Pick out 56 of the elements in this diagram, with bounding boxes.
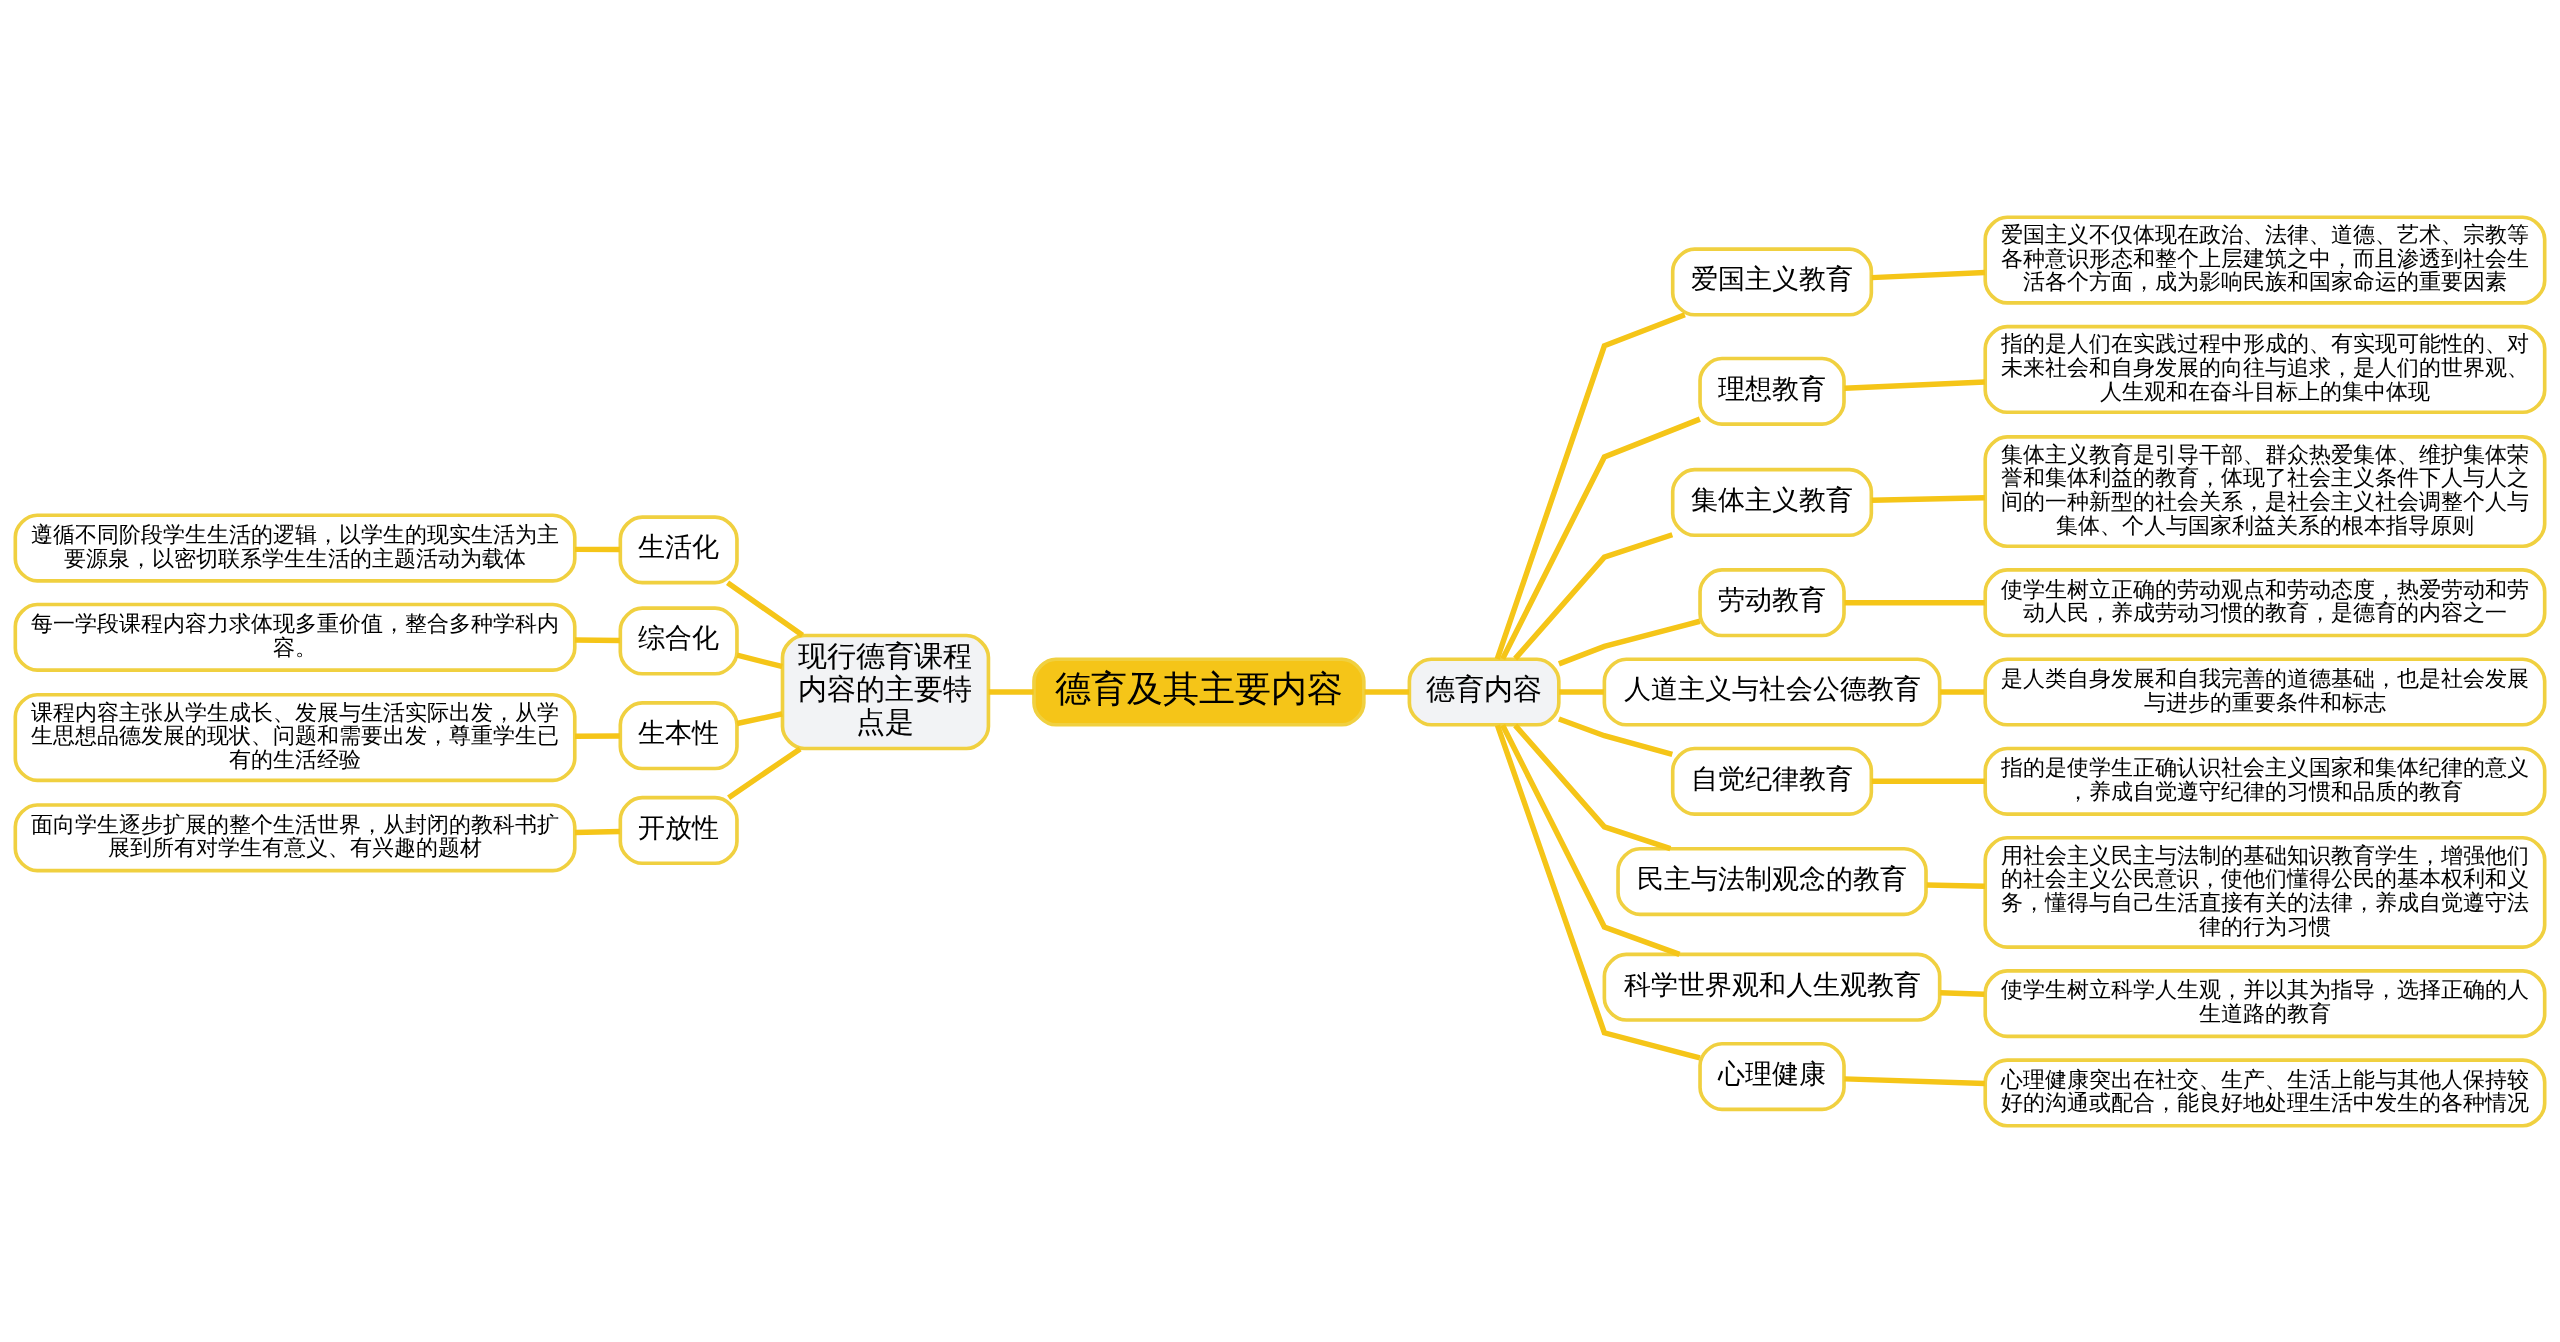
connector [1494,723,1701,1061]
connector [1559,688,1604,695]
connector [1364,688,1410,695]
connector [1844,378,1985,391]
node-box: 用社会主义民主与法制的基础知识教育学生，增强他们的社会主义公民意识，使他们懂得公民的基本权利和义务，懂得与自己生活直接有关的法律，养成自觉遵守法律的行为习惯 [1983,835,2547,949]
node-box: 开放性 [618,795,739,865]
connector [727,746,802,800]
node-box: 每一学段课程内容力求体现多重价值，整合多种学科内容。 [13,602,577,672]
connector [726,580,805,637]
connector [1844,1075,1985,1086]
node-box: 爱国主义不仅体现在政治、法律、道德、艺术、宗教等各种意识形态和整个上层建筑之中，而且渗透到社会生活各个方面，成为影响民族和国家命运的重要因素 [1983,214,2547,305]
node-box: 现行德育课程内容的主要特点是 [780,633,991,750]
connector [1557,715,1674,757]
node-box: 心理健康突出在社交、生产、生活上能与其他人保持较好的沟通或配合，能良好地处理生活中发生的各种情况 [1983,1057,2547,1128]
connector [1871,269,1986,280]
node-box: 指的是人们在实践过程中形成的、有实现可能性的、对未来社会和自身发展的向往与追求，是人们的世界观、人生观和在奋斗目标上的集中体现 [1983,324,2547,414]
node-box: 是人类自身发展和自我完善的道德基础，也是社会发展与进步的重要条件和标志 [1983,656,2547,727]
connector [575,732,620,739]
node-box: 集体主义教育是引导干部、群众热爱集体、维护集体荣誉和集体利益的教育，体现了社会主义条件下人与人之间的一种新型的社会关系，是社会主义社会调整个人与集体、个人与国家利益关系的根本指导原则 [1983,434,2547,548]
connector [1844,599,1985,605]
connector [574,636,620,643]
connector [575,546,620,552]
node-box: 德育及其主要内容 [1032,656,1366,727]
node-box: 爱国主义教育 [1670,246,1874,317]
connector [1940,989,1985,997]
node-box: 德育内容 [1407,656,1561,727]
connector [1513,531,1674,660]
node-box: 使学生树立正确的劳动观点和劳动态度，热爱劳动和劳动人民，养成劳动习惯的教育，是德育的内容之一 [1983,567,2547,637]
node-box: 遵循不同阶段学生生活的逻辑，以学生的现实生活为主要源泉，以密切联系学生生活的主题活动为载体 [13,512,577,583]
node-box: 课程内容主张从学生成长、发展与生活实际出发，从学生思想品德发展的现状、问题和需要出发，尊重学生已有的生活经验 [13,692,577,782]
connector [1494,311,1686,660]
node-box: 集体主义教育 [1670,467,1874,537]
connector [1926,881,1986,889]
connector [1513,723,1672,851]
connector [1557,618,1701,666]
connector [1871,494,1986,503]
connector [1871,778,1985,784]
connector [736,652,783,669]
node-box: 使学生树立科学人生观，并以其为指导，选择正确的人生道路的教育 [1983,968,2547,1038]
node-box: 面向学生逐步扩展的整个生活世界，从封闭的教科书扩展到所有对学生有意义、有兴趣的题材 [13,802,577,872]
node-box: 生本性 [618,700,739,770]
node-box: 科学世界观和人生观教育 [1602,952,1942,1022]
connector [574,828,620,835]
node-box: 综合化 [618,605,739,676]
connector [1500,416,1701,660]
connector [1940,688,1985,695]
node-box: 心理健康 [1698,1041,1846,1111]
node-box: 人道主义与社会公德教育 [1602,656,1942,727]
node-box: 理想教育 [1698,356,1846,426]
node-box: 自觉纪律教育 [1670,746,1874,816]
node-box: 生活化 [618,514,739,584]
connector [988,688,1034,695]
node-box: 劳动教育 [1698,567,1846,637]
node-box: 民主与法制观念的教育 [1616,846,1928,916]
node-box: 指的是使学生正确认识社会主义国家和集体纪律的意义，养成自觉遵守纪律的习惯和品质的教育 [1983,746,2547,816]
connector [736,710,783,726]
